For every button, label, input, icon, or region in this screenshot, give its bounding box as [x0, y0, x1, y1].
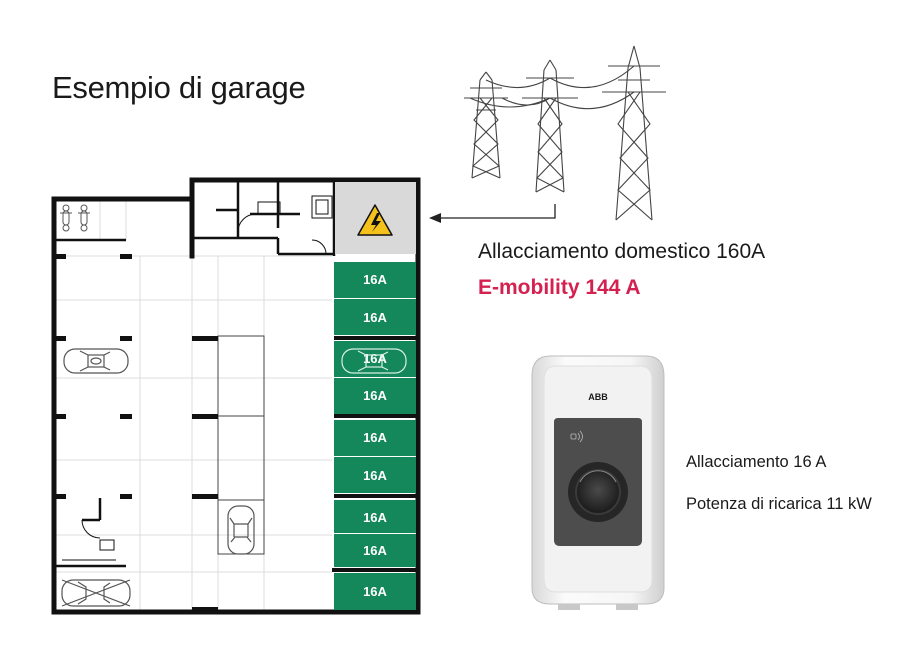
slot-label: 16A [363, 584, 387, 599]
slot-label: 16A [363, 388, 387, 403]
charging-slot: 16A [334, 341, 416, 377]
house-connection-label: Allacciamento domestico 160A [478, 240, 766, 263]
charging-slot: 16A [334, 500, 416, 533]
charging-slot: 16A [334, 262, 416, 298]
car-top-view-icon [63, 348, 129, 374]
slot-label: 16A [363, 430, 387, 445]
motorbike-icon [60, 204, 72, 232]
charger-brand-logo: ABB [588, 392, 608, 402]
power-pylon-icon [464, 45, 666, 221]
charger-power-label: Potenza di ricarica 11 kW [686, 495, 872, 513]
parking-grid-lines [56, 200, 332, 612]
slot-label: 16A [363, 310, 387, 325]
motorbike-icon [78, 204, 90, 232]
pillars [54, 254, 418, 612]
charging-slots: 16A 16A 16A 16A 16A 16A 16A 16A [334, 262, 416, 610]
wallbox-charger: ABB [531, 355, 665, 610]
car-top-view-icon [227, 505, 255, 555]
garage-floor-plan: 16A 16A 16A 16A 16A 16A 16A 16A [51, 177, 421, 615]
high-voltage-warning-icon [357, 204, 393, 236]
ramp-column-upper [217, 335, 265, 417]
storage-room [54, 498, 126, 568]
car-top-view-icon [61, 579, 131, 607]
slot-label: 16A [363, 468, 387, 483]
power-feed-arrow [429, 204, 556, 223]
slot-label: 16A [363, 543, 387, 558]
charging-socket-icon [568, 462, 628, 522]
emobility-capacity-label: E-mobility 144 A [478, 276, 641, 299]
car-top-view-icon [341, 348, 407, 374]
charger-connection-label: Allacciamento 16 A [686, 453, 827, 471]
slot-label: 16A [363, 351, 387, 366]
charging-slot: 16A [334, 420, 416, 456]
charging-slot: 16A [334, 573, 416, 610]
rfid-icon [570, 430, 583, 443]
charging-slot: 16A [334, 534, 416, 567]
slot-label: 16A [363, 510, 387, 525]
charging-slot: 16A [334, 457, 416, 493]
service-rooms [54, 180, 336, 256]
charging-slot: 16A [334, 378, 416, 414]
outer-walls [51, 177, 421, 615]
diagram-title: Esempio di garage [52, 70, 306, 105]
charging-slot: 16A [334, 299, 416, 335]
slot-label: 16A [363, 272, 387, 287]
ramp-column-lower [217, 499, 265, 555]
